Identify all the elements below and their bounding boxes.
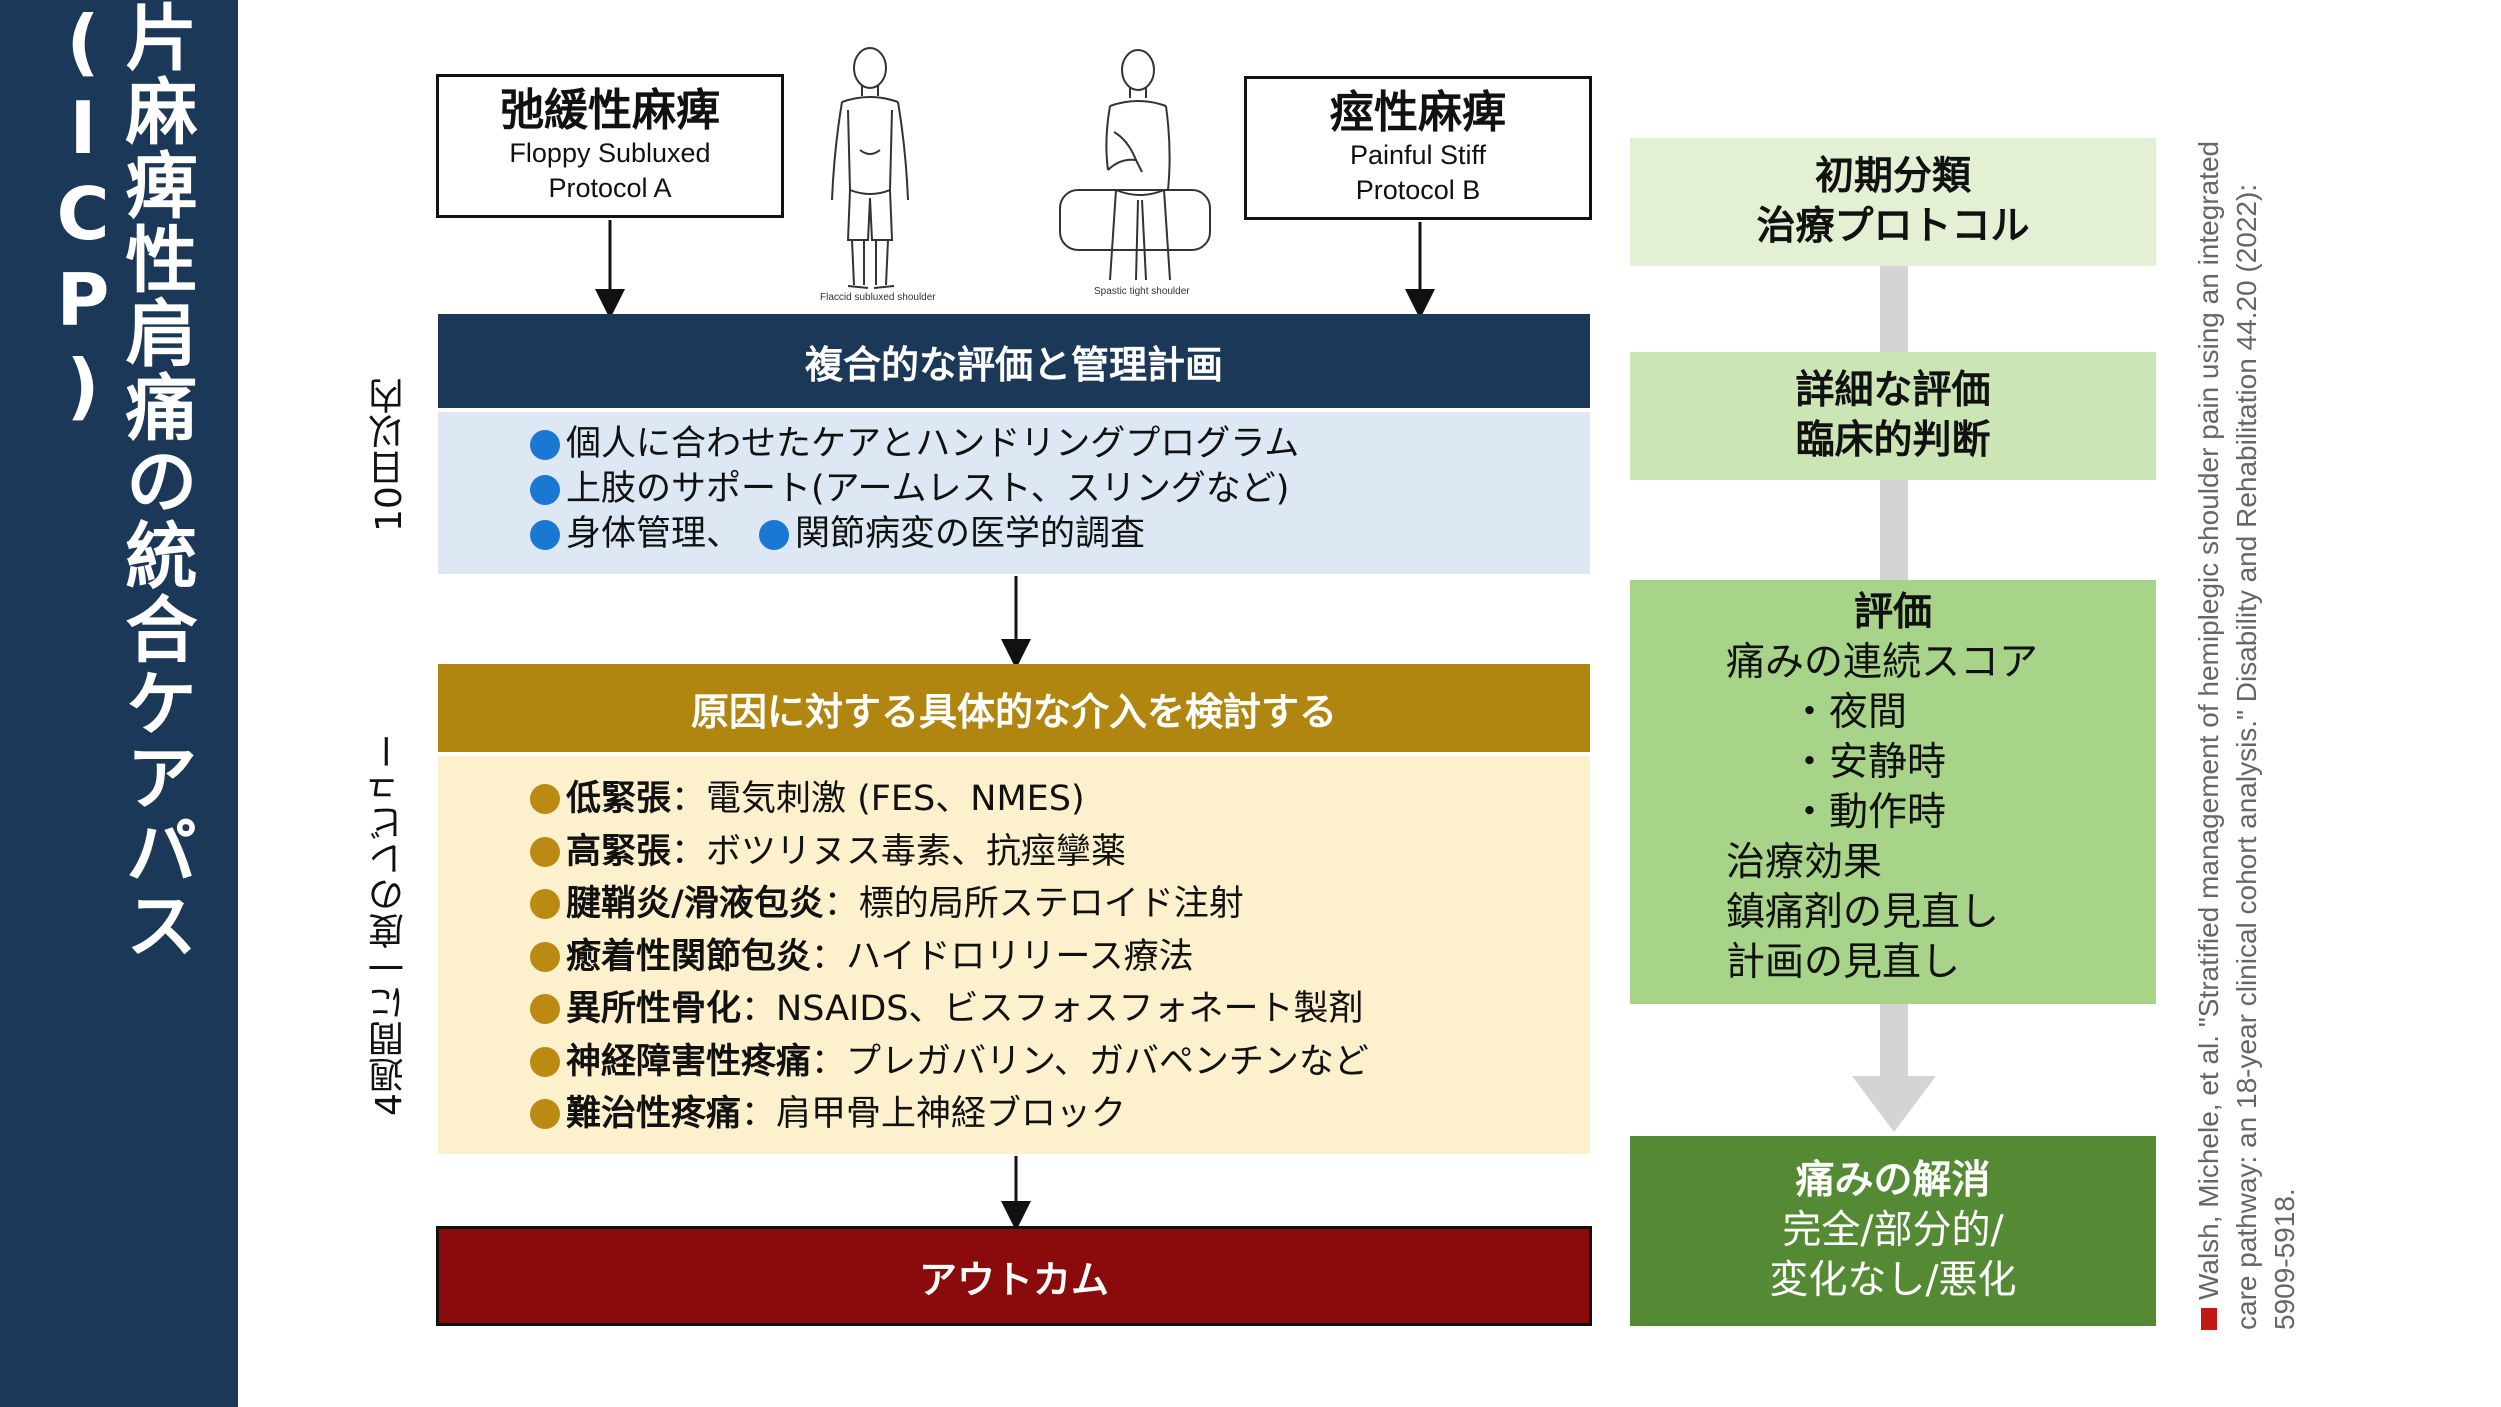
pain-resolution-box: 痛みの解消 完全/部分的/ 変化なし/悪化 bbox=[1630, 1136, 2156, 1326]
list-item: 上肢のサポート(アームレスト、スリングなど) bbox=[530, 467, 1299, 512]
flaccid-shoulder-figure-icon bbox=[831, 47, 909, 289]
evaluation-title: 評価 bbox=[1853, 590, 1932, 635]
list-item: 難治性疼痛：肩甲骨上神経ブロック bbox=[530, 1088, 1369, 1141]
protocol-a-en1: Floppy Subluxed bbox=[509, 138, 711, 169]
assessment-list: 個人に合わせたケアとハンドリングプログラム 上肢のサポート(アームレスト、スリン… bbox=[530, 422, 1299, 557]
spastic-caption: Spastic tight shoulder bbox=[1094, 286, 1190, 297]
bullet-dot-icon bbox=[530, 429, 560, 460]
list-item: 身体管理、関節病変の医学的調査 bbox=[530, 512, 1299, 557]
bullet-dot-icon bbox=[530, 889, 560, 920]
sidebar-banner: 片麻痺性肩痛の統合ケアパス (ICP) bbox=[0, 0, 238, 1407]
bullet-dot-icon bbox=[530, 1099, 560, 1130]
bullet-dot-icon bbox=[530, 519, 560, 550]
bullet-dot-icon bbox=[530, 784, 560, 815]
intervention-panel bbox=[438, 756, 1590, 1154]
bullet-dot-icon bbox=[530, 1046, 560, 1077]
banner-title: 片麻痺性肩痛の統合ケアパス (ICP) bbox=[41, 0, 197, 962]
protocol-b-title: 痙性麻痺 bbox=[1330, 86, 1506, 138]
protocol-a-box: 弛緩性麻痺 Floppy Subluxed Protocol A bbox=[436, 74, 784, 218]
list-item: 神経障害性疼痛：プレガバリン、ガバペンチンなど bbox=[530, 1036, 1369, 1089]
protocol-b-box: 痙性麻痺 Painful Stiff Protocol B bbox=[1244, 76, 1592, 220]
bullet-dot-icon bbox=[530, 474, 560, 505]
spastic-shoulder-figure-icon bbox=[1059, 49, 1211, 281]
protocol-a-title: 弛緩性麻痺 bbox=[500, 84, 720, 136]
bullet-dot-icon bbox=[759, 519, 790, 550]
intervention-list: 低緊張：電気刺激 (FES、NMES) 高緊張：ボツリヌス毒素、抗痙攣薬 腱鞘炎… bbox=[530, 773, 1369, 1141]
evaluation-box: 評価 痛みの連続スコア ・夜間 ・安静時 ・動作時 治療効果 鎮痛剤の見直し 計… bbox=[1630, 580, 2156, 1004]
protocol-a-en2: Protocol A bbox=[548, 173, 672, 204]
detailed-assessment-box: 詳細な評価 臨床的判断 bbox=[1630, 352, 2156, 480]
citation-text: Walsh, Michele, et al. "Stratified manag… bbox=[2193, 140, 2300, 1330]
flaccid-caption: Flaccid subluxed shoulder bbox=[820, 292, 936, 303]
list-item: 高緊張：ボツリヌス毒素、抗痙攣薬 bbox=[530, 826, 1369, 879]
protocol-b-en2: Protocol B bbox=[1355, 175, 1481, 206]
grey-flow-head bbox=[1852, 1076, 1936, 1132]
intervention-title-bar: 原因に対する具体的な介入を検討する bbox=[438, 664, 1590, 752]
assessment-panel bbox=[438, 412, 1590, 574]
bullet-dot-icon bbox=[530, 941, 560, 972]
bullet-dot-icon bbox=[530, 836, 560, 867]
list-item: 異所性骨化：NSAIDS、ビスフォスフォネート製剤 bbox=[530, 983, 1369, 1036]
outcome-bar: アウトカム bbox=[436, 1226, 1592, 1326]
citation-flag-icon bbox=[2201, 1308, 2217, 1330]
list-item: 個人に合わせたケアとハンドリングプログラム bbox=[530, 422, 1299, 467]
protocol-b-en1: Painful Stiff bbox=[1349, 140, 1487, 171]
list-item: 低緊張：電気刺激 (FES、NMES) bbox=[530, 773, 1369, 826]
list-item: 腱鞘炎/滑液包炎：標的局所ステロイド注射 bbox=[530, 878, 1369, 931]
citation: Walsh, Michele, et al. "Stratified manag… bbox=[2190, 130, 2350, 1330]
list-item: 癒着性関節包炎：ハイドロリリース療法 bbox=[530, 931, 1369, 984]
assessment-title-bar: 複合的な評価と管理計画 bbox=[438, 314, 1590, 408]
bullet-dot-icon bbox=[530, 994, 560, 1025]
initial-classification-box: 初期分類 治療プロトコル bbox=[1630, 138, 2156, 266]
